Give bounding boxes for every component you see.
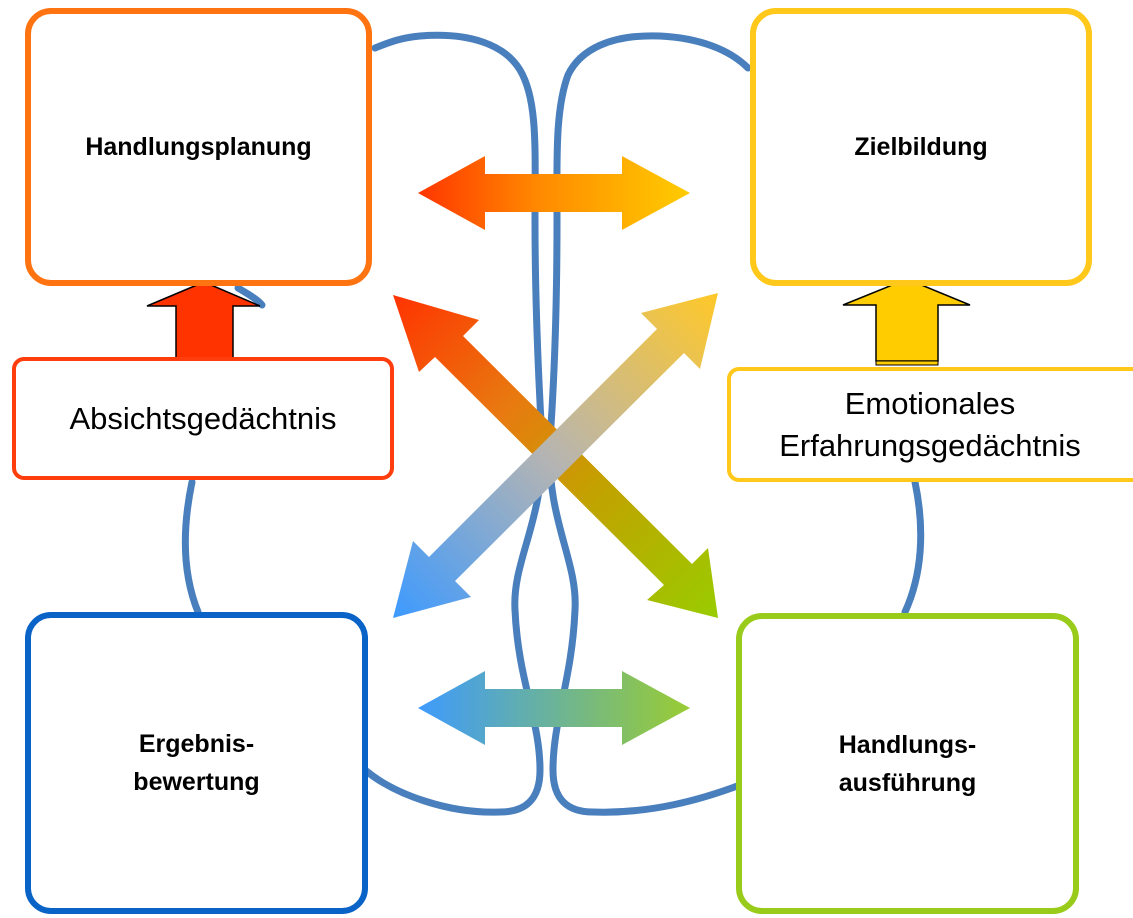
absichtsgedaechtnis-label: Absichtsgedächtnis <box>69 398 336 440</box>
absichtsgedaechtnis-box: Absichtsgedächtnis <box>12 357 394 480</box>
ergebnisbewertung-line-2: bewertung <box>133 768 260 796</box>
handlungsausfuehrung-line-1: Handlungs- <box>838 730 977 759</box>
erfahrungsgedaechtnis-line-2: Erfahrungsgedächtnis <box>779 427 1081 463</box>
zielbildung-line-1: Zielbildung <box>854 133 988 161</box>
handlungsausfuehrung-label: Handlungs- ausführung <box>839 726 977 802</box>
zielbildung-box: Zielbildung <box>750 8 1092 286</box>
erfahrung-up-arrow <box>842 278 971 373</box>
diagonal-double-arrow-ergebnis-ziel <box>393 293 718 618</box>
handlungsplanung-line-1: Handlungsplanung <box>85 133 312 161</box>
handlungsplanung-label: Handlungsplanung <box>85 128 311 166</box>
erfahrungsgedaechtnis-line-1: Emotionales <box>844 385 1016 421</box>
handlungsausfuehrung-box: Handlungs- ausführung <box>736 613 1079 914</box>
erfahrungsgedaechtnis-label: Emotionales Erfahrungsgedächtnis <box>779 383 1081 467</box>
ergebnisbewertung-line-1: Ergebnis- <box>138 730 255 758</box>
ergebnisbewertung-box: Ergebnis- bewertung <box>25 612 368 914</box>
handlungsausfuehrung-line-2: ausführung <box>838 768 977 797</box>
zielbildung-label: Zielbildung <box>854 128 987 166</box>
bottom-double-arrow <box>418 671 690 745</box>
absichtsgedaechtnis-line-1: Absichtsgedächtnis <box>69 400 337 436</box>
ergebnisbewertung-label: Ergebnis- bewertung <box>133 725 259 801</box>
erfahrungsgedaechtnis-box: Emotionales Erfahrungsgedächtnis <box>727 367 1133 482</box>
top-double-arrow <box>418 156 690 230</box>
handlungsplanung-box: Handlungsplanung <box>25 8 372 286</box>
